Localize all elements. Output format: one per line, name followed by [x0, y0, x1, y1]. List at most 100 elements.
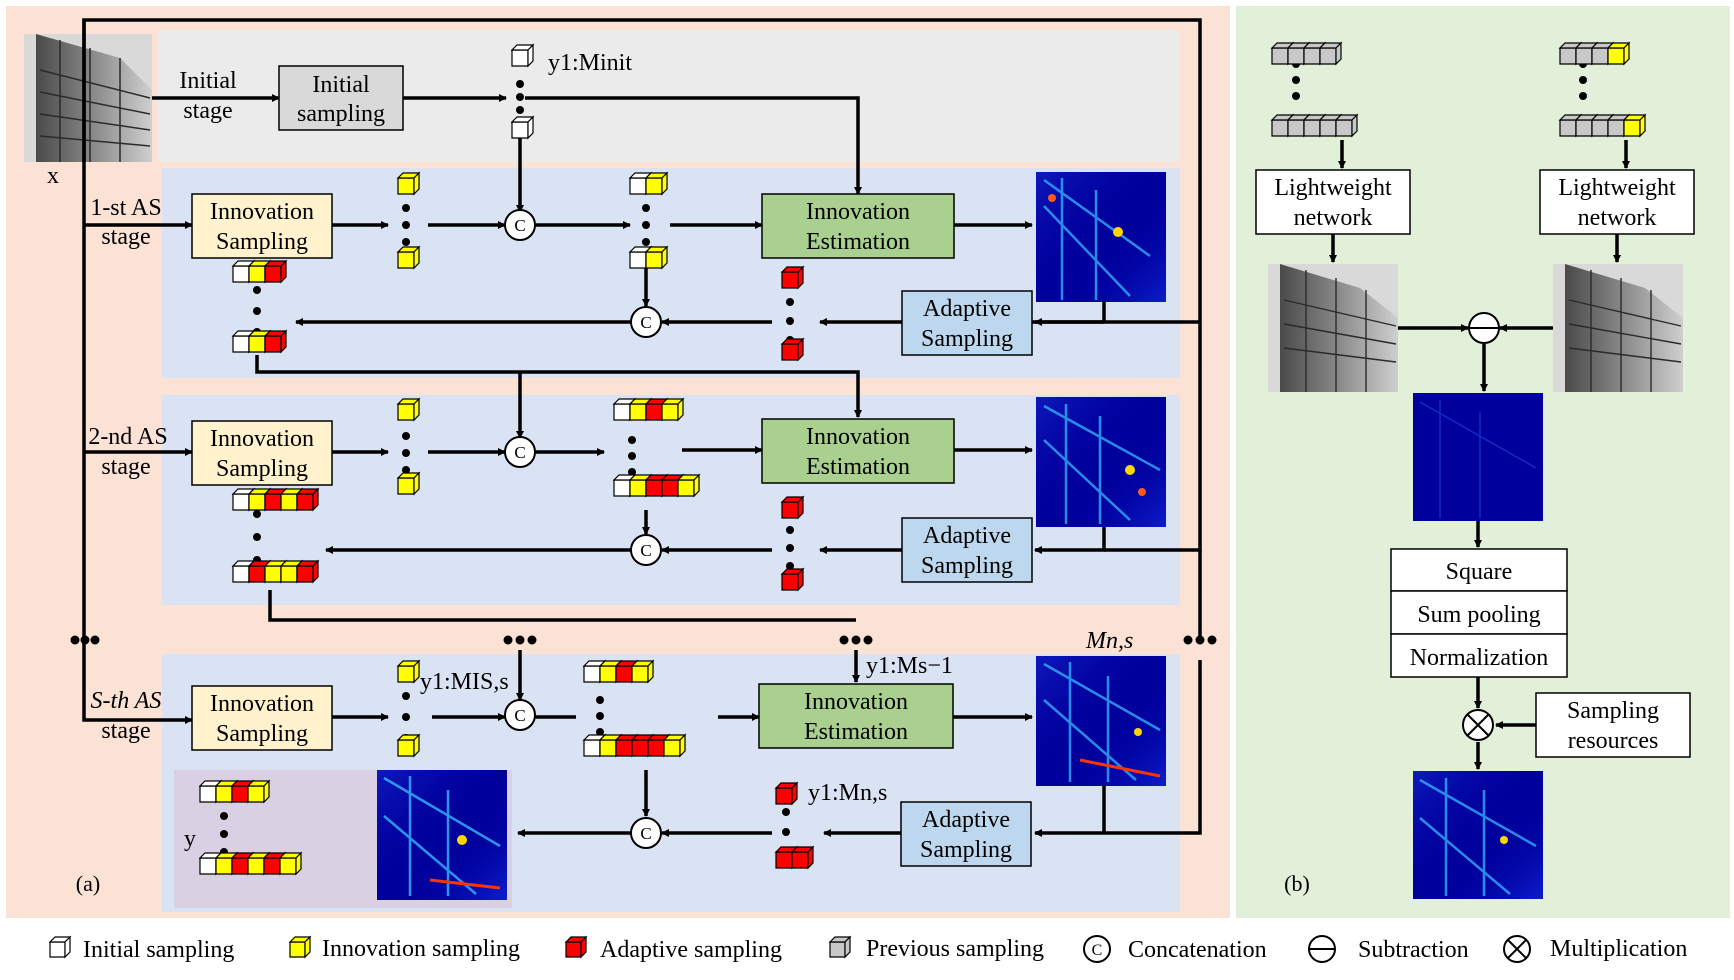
svg-text:C: C [640, 313, 651, 332]
legend-label-concatenation: Concatenation [1128, 937, 1267, 963]
b-cur-top [1558, 41, 1631, 66]
stage2-label-1: 2-nd AS [88, 424, 167, 450]
s2-stack-bottom [612, 473, 701, 498]
s2-is-vdots [402, 432, 410, 474]
svg-text:C: C [640, 541, 651, 560]
stageS-innovation-estimation-box: Innovation Estimation [758, 683, 954, 749]
legend-multiply-icon [1503, 935, 1531, 963]
sampling-resources-box: Sampling resources [1535, 692, 1691, 758]
b-left-vdots [1292, 60, 1300, 100]
allocation-map [1413, 771, 1543, 899]
stage1-as-line1: Adaptive [923, 296, 1011, 322]
s1-as-cube-top [780, 265, 805, 290]
s1-is-vdots [402, 204, 410, 246]
panel-a-label: (a) [76, 871, 100, 896]
stage2-is-line2: Sampling [216, 456, 308, 482]
sS-is-cube-top [396, 659, 421, 684]
out-cubes-top [198, 779, 271, 804]
stageS-as-line1: Adaptive [922, 807, 1010, 833]
legend-label-innovation: Innovation sampling [322, 936, 520, 962]
b-subtract-symbol [1468, 312, 1500, 344]
b-prev-top [1270, 41, 1343, 66]
reconstruction-right [1553, 264, 1683, 392]
s2-as-cube-bottom [780, 567, 805, 592]
s1-concat2-symbol: C [630, 306, 662, 338]
sS-is-cube-bottom [396, 733, 421, 758]
legend-label-adaptive: Adaptive sampling [600, 937, 782, 963]
initial-to-ie1-arrow [525, 96, 862, 195]
s2-is-cube-top [396, 397, 421, 422]
map-label: Mn,s [1085, 628, 1133, 654]
stage1-innovation-map [1036, 172, 1166, 302]
s1-as-cube-bottom [780, 337, 805, 362]
b-prev-bottom [1270, 113, 1359, 138]
legend-initial-cube [48, 935, 72, 959]
sS-concat-symbol: C [504, 699, 536, 731]
stage2-is-line1: Innovation [210, 426, 314, 452]
s1-prev-bottom [231, 329, 288, 354]
stageS-is-line1: Innovation [210, 691, 314, 717]
op-normalization: Normalization [1410, 645, 1549, 671]
sS-stack-bottom [582, 733, 687, 758]
op-sum-pooling: Sum pooling [1417, 602, 1540, 628]
input-image [24, 34, 152, 162]
stage1-ie-line1: Innovation [806, 199, 910, 225]
s2-concat-symbol: C [504, 436, 536, 468]
legend: Initial sampling Innovation sampling Ada… [48, 935, 1687, 963]
input-label: x [47, 163, 59, 189]
stage2-innovation-sampling-box: Innovation Sampling [191, 420, 333, 486]
s2-concat2-symbol: C [630, 534, 662, 566]
legend-label-multiplication: Multiplication [1550, 936, 1687, 962]
stage1-is-line2: Sampling [216, 229, 308, 255]
stage2-ie-line2: Estimation [806, 454, 910, 480]
difference-map [1413, 393, 1543, 521]
s2-prev-vdots [253, 510, 261, 564]
legend-label-previous: Previous sampling [866, 936, 1044, 962]
stageS-innovation-sampling-box: Innovation Sampling [191, 685, 333, 751]
s2-is-cube-bottom [396, 471, 421, 496]
stageS-innovation-map [1036, 656, 1166, 786]
lightweight-network-left: Lightweight network [1255, 169, 1411, 235]
out-vdots [220, 812, 228, 856]
lw-left-line2: network [1294, 205, 1373, 231]
s2-stack-vdots [628, 436, 636, 476]
s1-stack-bottom [628, 245, 669, 270]
resources-line2: resources [1568, 728, 1659, 754]
stageS-label-1: S-th AS [91, 688, 162, 714]
lightweight-network-right: Lightweight network [1539, 169, 1695, 235]
stage1-label-2: stage [101, 224, 150, 250]
s2-prev-bottom [231, 559, 320, 584]
stage1-label-1: 1-st AS [90, 195, 161, 221]
stage2-label-2: stage [101, 454, 150, 480]
legend-previous-cube [828, 935, 852, 959]
init-vdots [516, 80, 524, 114]
s2-as-cube-top [780, 495, 805, 520]
s2-prev-top [231, 487, 320, 512]
lw-right-line2: network [1578, 205, 1657, 231]
sS-concat2-symbol: C [630, 817, 662, 849]
s1-map-to-as [1032, 302, 1200, 324]
input-to-stageS-arrow [82, 20, 193, 724]
s2-as-vdots [786, 526, 794, 570]
svg-text:C: C [514, 216, 525, 235]
sS-as-cube-bottom [774, 845, 815, 870]
legend-adaptive-cube [564, 935, 588, 959]
s1-stack-top [628, 171, 669, 196]
out-cubes-bottom [198, 851, 303, 876]
stageS-ie-line2: Estimation [804, 719, 908, 745]
legend-innovation-cube [288, 935, 312, 959]
initial-sampling-line2: sampling [297, 101, 385, 127]
init-cube-top [510, 43, 535, 68]
reconstruction-left [1268, 264, 1398, 392]
y-is-label: y1:MIS,s [420, 669, 509, 695]
stage2-as-line2: Sampling [921, 553, 1013, 579]
init-cube-bottom [510, 115, 535, 140]
s2-bottom-line [268, 590, 856, 622]
sS-as-cube-top [774, 781, 799, 806]
stage2-adaptive-sampling-box: Adaptive Sampling [901, 517, 1033, 583]
stageS-label-2: stage [101, 718, 150, 744]
op-square: Square [1446, 559, 1513, 585]
s1-prev-top [231, 259, 288, 284]
b-right-vdots [1579, 60, 1587, 100]
